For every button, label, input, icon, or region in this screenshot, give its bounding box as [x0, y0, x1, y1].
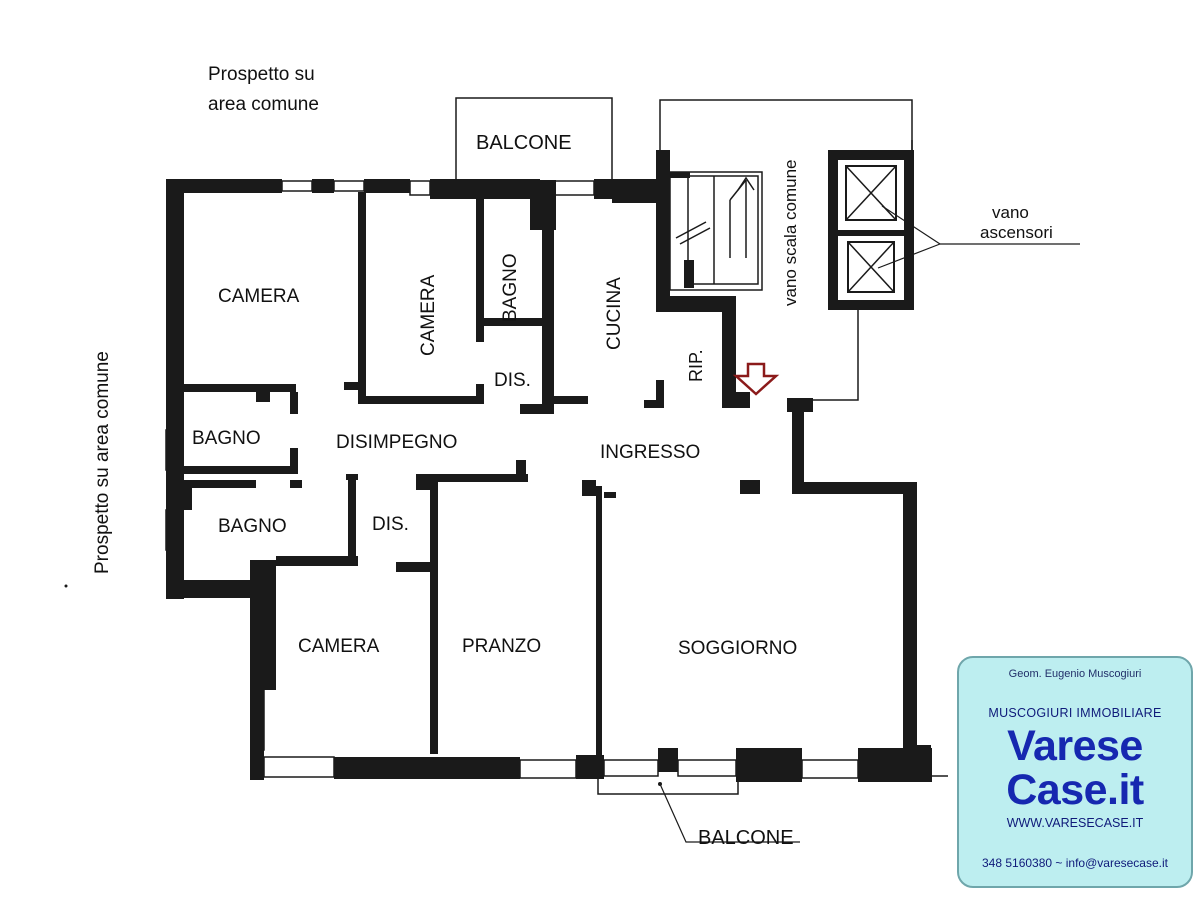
- card-contact: 348 5160380 ~ info@varesecase.it: [982, 856, 1168, 870]
- balcone-leader: [659, 783, 800, 843]
- label-dis-1: DIS.: [494, 370, 531, 391]
- card-geom: Geom. Eugenio Muscogiuri: [1008, 668, 1142, 680]
- elevator-shafts: [828, 150, 1080, 310]
- label-balcone-bottom: BALCONE: [698, 827, 794, 849]
- windows: [165, 180, 948, 779]
- entrance-arrow-icon: [732, 362, 780, 396]
- balcony-outlines: [455, 97, 913, 795]
- label-disimpegno: DISIMPEGNO: [336, 432, 457, 453]
- card-brand-line2: Case.it: [1006, 766, 1144, 814]
- prospetto-top-line2: area comune: [208, 94, 319, 115]
- label-camera-2: CAMERA: [418, 274, 439, 356]
- label-bagno-1: BAGNO: [500, 253, 521, 322]
- label-dis-2: DIS.: [372, 514, 409, 535]
- stair-well: [669, 171, 763, 291]
- stair-well-frame: [670, 172, 694, 288]
- label-vano-ascensori-2: ascensori: [980, 223, 1053, 242]
- card-brand-line1: Varese: [1007, 722, 1143, 770]
- card-agency: MUSCOGIURI IMMOBILIARE: [988, 706, 1162, 720]
- label-bagno-2: BAGNO: [192, 428, 261, 449]
- prospetto-top-line1: Prospetto su: [208, 64, 315, 85]
- agency-card: Geom. Eugenio Muscogiuri MUSCOGIURI IMMO…: [957, 656, 1193, 888]
- label-cucina: CUCINA: [604, 277, 625, 350]
- label-camera-3: CAMERA: [298, 636, 380, 657]
- label-bagno-3: BAGNO: [218, 516, 287, 537]
- label-camera-1: CAMERA: [218, 286, 300, 307]
- label-ingresso: INGRESSO: [600, 442, 700, 463]
- label-vano-scala: vano scala comune: [781, 160, 800, 306]
- label-vano-ascensori-1: vano: [992, 203, 1029, 222]
- label-pranzo: PRANZO: [462, 636, 541, 657]
- interior-walls: [176, 192, 664, 756]
- label-balcone-top: BALCONE: [476, 132, 572, 154]
- prospetto-left: Prospetto su area comune: [92, 351, 113, 574]
- card-website-link[interactable]: WWW.VARESECASE.IT: [1006, 816, 1144, 830]
- label-rip: RIP.: [686, 349, 706, 382]
- label-soggiorno: SOGGIORNO: [678, 638, 797, 659]
